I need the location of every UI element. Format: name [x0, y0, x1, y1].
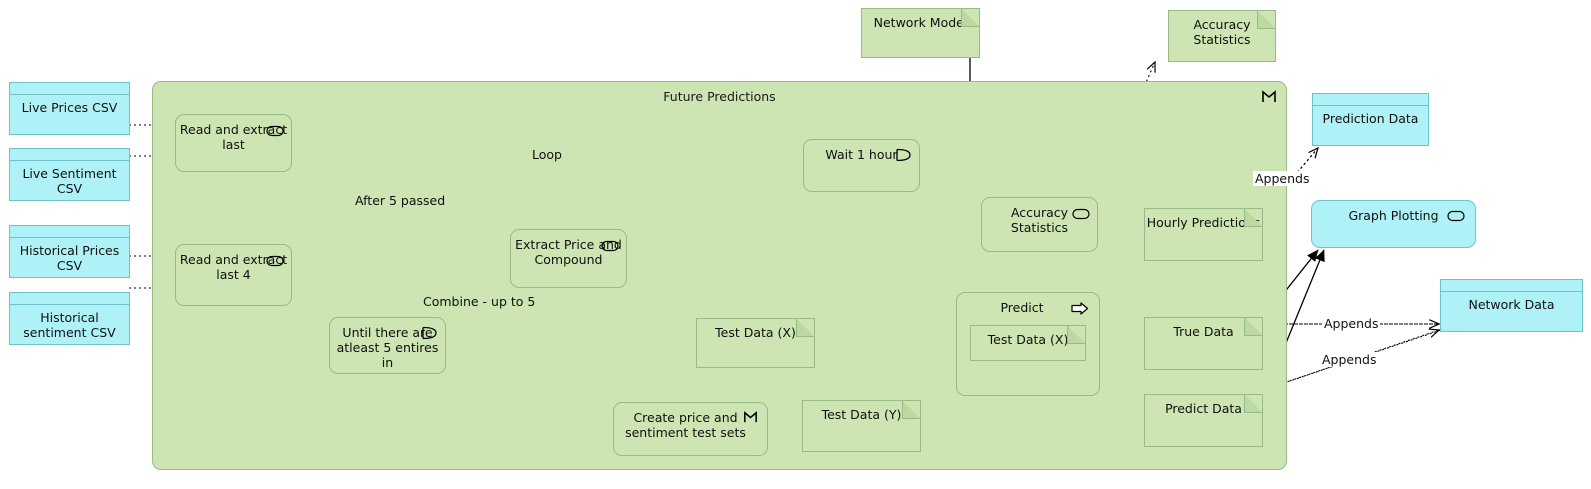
note-test-data-x-outer[interactable]: Test Data (X)	[696, 318, 815, 368]
classbox-header-strip	[10, 149, 129, 161]
action-label: Graph Plotting	[1348, 208, 1439, 223]
edge-label-combine-up-to-5: Combine - up to 5	[421, 294, 538, 309]
action-label: Wait 1 hour	[825, 147, 898, 162]
note-true-data[interactable]: True Data	[1144, 317, 1263, 370]
note-label: Predict Data	[1165, 401, 1242, 416]
note-accuracy-statistics[interactable]: Accuracy Statistics	[1168, 10, 1276, 62]
note-fold-line	[1257, 10, 1276, 29]
input-label: Live Sentiment CSV	[22, 166, 117, 196]
edge-label-after-5-passed: After 5 passed	[353, 193, 448, 208]
input-label: Historical Prices CSV	[19, 243, 120, 273]
activity-icon	[266, 125, 284, 137]
classbox-header-strip	[10, 83, 129, 95]
note-network-model[interactable]: Network Model	[861, 8, 980, 58]
action-label: Create price and sentiment test sets	[625, 410, 746, 440]
note-label: True Data	[1173, 324, 1234, 339]
action-label: Extract Price and Compound	[515, 237, 622, 267]
note-fold-line	[902, 400, 921, 419]
note-label: Test Data (X)	[715, 325, 796, 340]
classbox-network-data[interactable]: Network Data	[1440, 279, 1583, 332]
classbox-header-strip	[1441, 280, 1582, 292]
note-label: Test Data (Y)	[821, 407, 902, 422]
action-label: Read and extract last	[179, 122, 288, 152]
note-fold-line	[1244, 208, 1263, 227]
action-label: Read and extract last 4	[179, 252, 288, 282]
time-event-icon	[896, 148, 911, 162]
edge-label-appends-prediction-data: Appends	[1253, 171, 1312, 186]
note-label: Network Model	[873, 15, 968, 30]
edge-label-appends-predict-data: Appends	[1320, 352, 1379, 367]
action-accuracy-statistics[interactable]: Accuracy Statistics	[981, 197, 1098, 252]
partition-title: Future Predictions	[663, 89, 776, 104]
action-label: Accuracy Statistics	[1010, 205, 1069, 235]
note-test-data-x-inner[interactable]: Test Data (X)	[970, 325, 1086, 361]
time-event-icon	[422, 326, 437, 340]
classbox-header-strip	[10, 293, 129, 305]
structured-activity-icon	[744, 411, 757, 423]
note-fold-line	[1067, 325, 1086, 344]
classbox-label: Network Data	[1468, 297, 1555, 312]
action-label: Predict	[1000, 300, 1044, 315]
edge-label-loop: Loop	[530, 147, 564, 162]
input-label: Live Prices CSV	[21, 100, 118, 115]
action-extract-price-and-compound[interactable]: Extract Price and Compound	[510, 229, 627, 288]
note-fold-line	[1244, 317, 1263, 336]
note-fold-line	[1244, 394, 1263, 413]
action-until-there-are-atleast-5[interactable]: Until there are atleast 5 entires in	[329, 317, 446, 374]
structured-activity-icon	[1262, 90, 1276, 102]
note-label: Accuracy Statistics	[1193, 17, 1251, 47]
input-label: Historical sentiment CSV	[23, 310, 116, 340]
activity-icon	[1447, 210, 1465, 222]
note-predict-data[interactable]: Predict Data	[1144, 394, 1263, 447]
input-live-sentiment-csv[interactable]: Live Sentiment CSV	[9, 148, 130, 201]
action-read-and-extract-last-4[interactable]: Read and extract last 4	[175, 244, 292, 306]
note-hourly-predictions[interactable]: Hourly Predictions	[1144, 208, 1263, 261]
note-test-data-y[interactable]: Test Data (Y)	[802, 400, 921, 452]
note-label: Test Data (X)	[987, 332, 1069, 347]
input-historical-prices-csv[interactable]: Historical Prices CSV	[9, 225, 130, 278]
edge-label-appends-true-data: Appends	[1322, 316, 1381, 331]
activity-icon	[601, 240, 619, 252]
action-create-price-and-sentiment-test-sets[interactable]: Create price and sentiment test sets	[613, 402, 768, 456]
input-live-prices-csv[interactable]: Live Prices CSV	[9, 82, 130, 135]
action-graph-plotting[interactable]: Graph Plotting	[1311, 200, 1476, 248]
send-signal-icon	[1071, 302, 1089, 315]
activity-icon	[266, 255, 284, 267]
input-historical-sentiment-csv[interactable]: Historical sentiment CSV	[9, 292, 130, 345]
classbox-label: Prediction Data	[1322, 111, 1419, 126]
classbox-header-strip	[10, 226, 129, 238]
action-read-and-extract-last[interactable]: Read and extract last	[175, 114, 292, 172]
note-fold-line	[961, 8, 980, 27]
action-label: Until there are atleast 5 entires in	[336, 325, 439, 370]
note-label: Hourly Predictions	[1146, 215, 1261, 230]
classbox-header-strip	[1313, 94, 1428, 106]
activity-icon	[1072, 208, 1090, 220]
action-wait-1-hour[interactable]: Wait 1 hour	[803, 139, 920, 192]
classbox-prediction-data[interactable]: Prediction Data	[1312, 93, 1429, 146]
note-fold-line	[796, 318, 815, 337]
